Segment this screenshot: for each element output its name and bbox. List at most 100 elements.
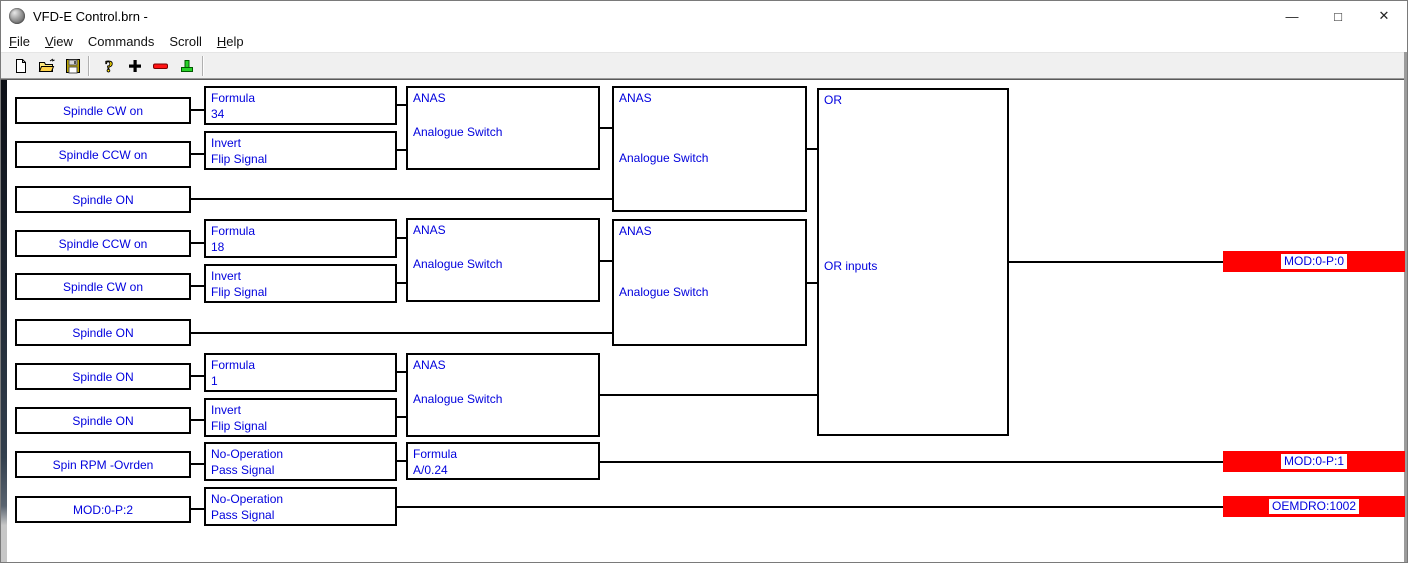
operator-title: Invert [211, 136, 242, 150]
anas-block-3[interactable]: ANAS Analogue Switch [406, 353, 600, 437]
or-inputs-label: OR inputs [824, 258, 878, 273]
wire [397, 237, 406, 239]
help-button[interactable]: ? [97, 55, 120, 77]
menu-file[interactable]: File [9, 34, 30, 49]
wire [191, 332, 612, 334]
title-bar: VFD-E Control.brn - — □ ✕ [1, 1, 1407, 31]
input-block-spindle-ccw-2[interactable]: Spindle CCW on [15, 230, 191, 257]
wire [191, 242, 204, 244]
remove-cell-button[interactable] [149, 55, 172, 77]
input-block-spindle-cw-2[interactable]: Spindle CW on [15, 273, 191, 300]
maximize-button[interactable]: □ [1334, 8, 1342, 24]
operator-title: No-Operation [211, 447, 284, 461]
operator-subtitle: 34 [211, 107, 225, 121]
input-block-spindle-on-2[interactable]: Spindle ON [15, 319, 191, 346]
operator-title: Invert [211, 269, 242, 283]
input-label: Spindle ON [72, 369, 134, 384]
test-brain-button[interactable] [175, 55, 198, 77]
save-icon [65, 58, 80, 73]
anas-subtitle: Analogue Switch [413, 391, 503, 406]
input-block-spindle-on-1[interactable]: Spindle ON [15, 186, 191, 213]
operator-formula-34[interactable]: Formula 34 [204, 86, 397, 125]
wire [191, 198, 612, 200]
anas-subtitle: Analogue Switch [619, 284, 709, 299]
wire [191, 508, 204, 510]
toolbar-separator [88, 55, 90, 76]
help-icon: ? [104, 57, 113, 75]
save-file-button[interactable] [61, 55, 84, 77]
wire [191, 375, 204, 377]
operator-subtitle: Pass Signal [211, 463, 275, 477]
operator-subtitle: 18 [211, 240, 225, 254]
svg-text:?: ? [104, 57, 113, 75]
input-block-mod-0-p2[interactable]: MOD:0-P:2 [15, 496, 191, 523]
output-block-oemdro-1002[interactable]: OEMDRO:1002 [1223, 496, 1405, 517]
canvas-top-border [1, 79, 1407, 80]
formula-subtitle: A/0.24 [413, 463, 448, 477]
operator-subtitle: Pass Signal [211, 508, 275, 522]
menu-scroll[interactable]: Scroll [169, 34, 202, 49]
close-button[interactable]: ✕ [1378, 8, 1390, 23]
menu-help[interactable]: Help [216, 34, 244, 49]
input-label: Spindle ON [72, 325, 134, 340]
output-block-mod-0-p0[interactable]: MOD:0-P:0 [1223, 251, 1405, 272]
wire [807, 282, 817, 284]
operator-title: Invert [211, 403, 242, 417]
canvas-right-edge [1404, 52, 1407, 562]
input-label: Spindle CCW on [58, 236, 148, 251]
minus-icon [152, 63, 168, 69]
menu-view[interactable]: View [44, 34, 73, 49]
operator-title: Formula [211, 224, 256, 238]
wire [191, 463, 204, 465]
input-label: Spindle ON [72, 413, 134, 428]
output-label: OEMDRO:1002 [1268, 499, 1360, 514]
wire [397, 149, 406, 151]
new-file-icon [15, 58, 26, 73]
input-label: Spin RPM -Ovrden [52, 457, 154, 472]
input-block-spindle-on-4[interactable]: Spindle ON [15, 407, 191, 434]
toolbar: ? [1, 52, 1407, 79]
or-block[interactable]: OR OR inputs [817, 88, 1009, 436]
input-label: Spindle ON [72, 192, 134, 207]
anas-title: ANAS [413, 223, 446, 237]
new-file-button[interactable] [9, 55, 32, 77]
add-cell-button[interactable] [123, 55, 146, 77]
wire [191, 153, 204, 155]
output-label: MOD:0-P:1 [1280, 454, 1347, 469]
input-block-spindle-ccw-1[interactable]: Spindle CCW on [15, 141, 191, 168]
operator-title: Formula [211, 358, 256, 372]
operator-title: Formula [211, 91, 256, 105]
wire [807, 148, 817, 150]
anas-block-2[interactable]: ANAS Analogue Switch [406, 218, 600, 302]
output-block-mod-0-p1[interactable]: MOD:0-P:1 [1223, 451, 1405, 472]
menu-commands[interactable]: Commands [87, 34, 155, 49]
minimize-button[interactable]: — [1285, 8, 1299, 24]
open-file-button[interactable] [35, 55, 58, 77]
input-block-spindle-on-3[interactable]: Spindle ON [15, 363, 191, 390]
wire [397, 506, 1223, 508]
operator-formula-18[interactable]: Formula 18 [204, 219, 397, 258]
input-block-spin-rpm-ovrden[interactable]: Spin RPM -Ovrden [15, 451, 191, 478]
operator-title: No-Operation [211, 492, 284, 506]
input-label: Spindle CCW on [58, 147, 148, 162]
wire [397, 416, 406, 418]
anas-title: ANAS [413, 358, 446, 372]
input-block-spindle-cw-1[interactable]: Spindle CW on [15, 97, 191, 124]
wire [397, 460, 406, 462]
wire [191, 419, 204, 421]
output-label: MOD:0-P:0 [1280, 254, 1347, 269]
anas-subtitle: Analogue Switch [413, 256, 503, 271]
input-label: Spindle CW on [62, 103, 144, 118]
anas-title: ANAS [413, 91, 446, 105]
